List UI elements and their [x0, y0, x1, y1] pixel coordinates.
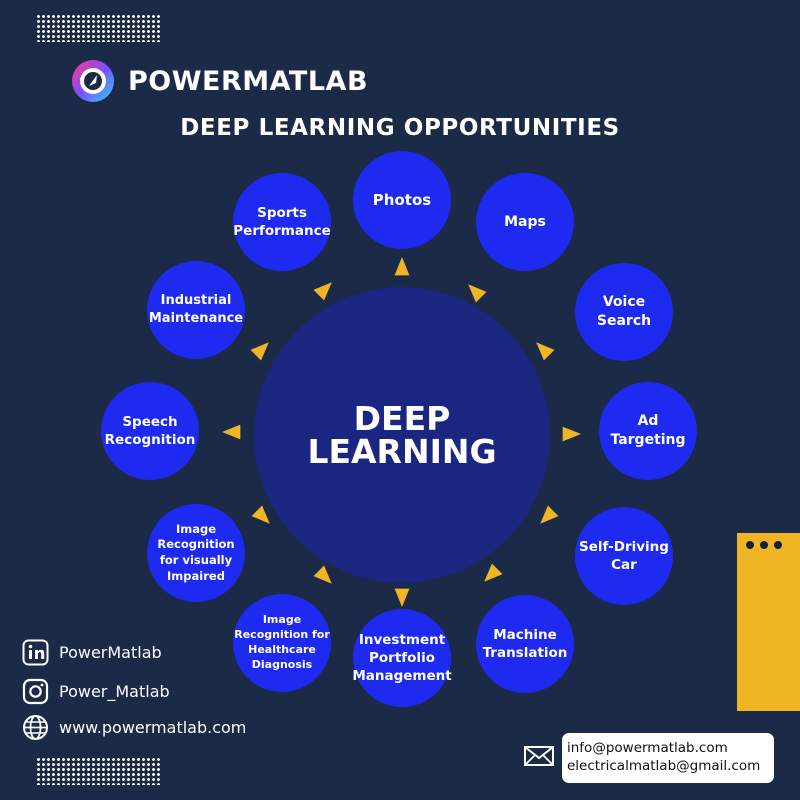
- social-instagram[interactable]: Power_Matlab: [22, 678, 170, 705]
- center-circle: [254, 287, 550, 583]
- opportunity-node-circle: [353, 151, 451, 249]
- yellow-accent-panel: [737, 533, 800, 711]
- globe-icon: [23, 715, 48, 740]
- arrow-icon: [394, 588, 410, 607]
- email-electricalmatlab[interactable]: electricalmatlab@gmail.com: [567, 758, 761, 774]
- opportunity-node-circle: [476, 595, 574, 693]
- opportunity-node-circle: [476, 173, 574, 271]
- linkedin-handle: PowerMatlab: [59, 643, 162, 662]
- social-website[interactable]: www.powermatlab.com: [22, 714, 246, 741]
- opportunity-node-circle: [101, 382, 199, 480]
- decorative-dots-top: [36, 14, 161, 42]
- arrow-icon: [251, 505, 270, 524]
- instagram-icon: [22, 678, 49, 705]
- decorative-dots-bottom: [36, 757, 161, 785]
- arrow-icon: [313, 282, 332, 301]
- arrow-icon: [468, 284, 487, 303]
- center-label: DEEP LEARNING: [307, 399, 497, 471]
- website-url: www.powermatlab.com: [59, 718, 247, 737]
- email-info[interactable]: info@powermatlab.com: [567, 740, 728, 757]
- opportunity-node-circle: [575, 263, 673, 361]
- opportunity-node-circle: [233, 173, 331, 271]
- opportunity-node-circle: [233, 594, 331, 692]
- arrow-icon: [536, 342, 555, 361]
- linkedin-icon: [22, 639, 49, 666]
- brand-header: POWERMATLAB: [70, 58, 368, 104]
- arrow-icon: [394, 257, 410, 276]
- brand-name: POWERMATLAB: [128, 65, 369, 97]
- contact-emails-box: info@powermatlab.com electricalmatlab@gm…: [562, 733, 774, 783]
- opportunity-node-circle: [599, 382, 697, 480]
- opportunity-node-circle: [353, 609, 451, 707]
- arrow-icon: [222, 424, 241, 440]
- mail-icon: [524, 746, 554, 766]
- opportunity-node-circle: [147, 504, 245, 602]
- social-linkedin[interactable]: PowerMatlab: [22, 639, 162, 666]
- arrow-icon: [540, 505, 559, 524]
- opportunity-node-circle: [147, 261, 245, 359]
- powermatlab-logo-icon: [72, 60, 114, 102]
- opportunity-node-circle: [575, 507, 673, 605]
- instagram-handle: Power_Matlab: [59, 682, 170, 701]
- arrow-icon: [313, 565, 332, 584]
- more-dots-icon: [746, 541, 782, 549]
- arrow-icon: [250, 342, 269, 361]
- arrow-icon: [484, 563, 503, 582]
- page-title: DEEP LEARNING OPPORTUNITIES: [180, 115, 620, 141]
- arrow-icon: [562, 426, 581, 442]
